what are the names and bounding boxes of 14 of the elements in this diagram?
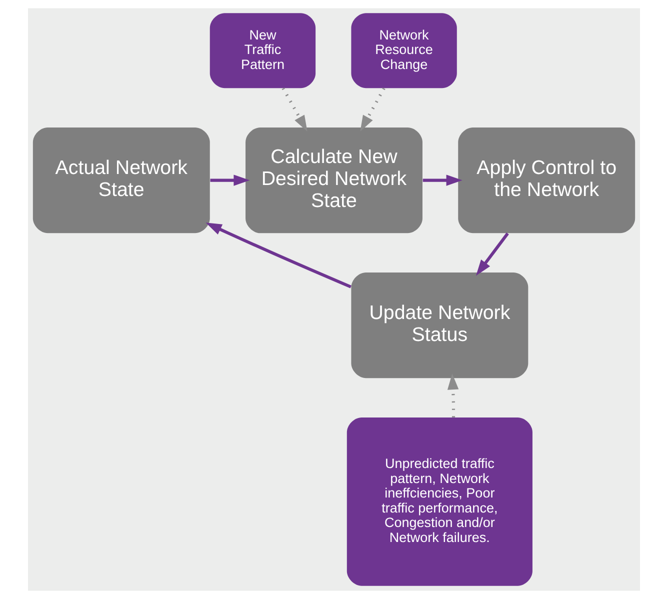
arrow (422, 174, 462, 186)
node-box: New Traffic Pattern (210, 13, 316, 88)
node-box: Apply Control to the Network (458, 127, 636, 234)
node-box: Actual Network State (32, 127, 210, 234)
arrow (360, 88, 386, 132)
arrow (447, 374, 459, 418)
arrow (282, 88, 308, 132)
node-box: Network Resource Change (351, 13, 457, 88)
arrow (210, 174, 250, 186)
node-box: Unpredicted traffic pattern, Network ineffciencies, Poor traffic performance, Congestion and/or Network failures. (346, 417, 532, 586)
node-box: Update Network Status (351, 272, 528, 378)
arrow (476, 232, 509, 276)
node-box: Calculate New Desired Network State (246, 127, 422, 234)
arrow (206, 222, 352, 288)
